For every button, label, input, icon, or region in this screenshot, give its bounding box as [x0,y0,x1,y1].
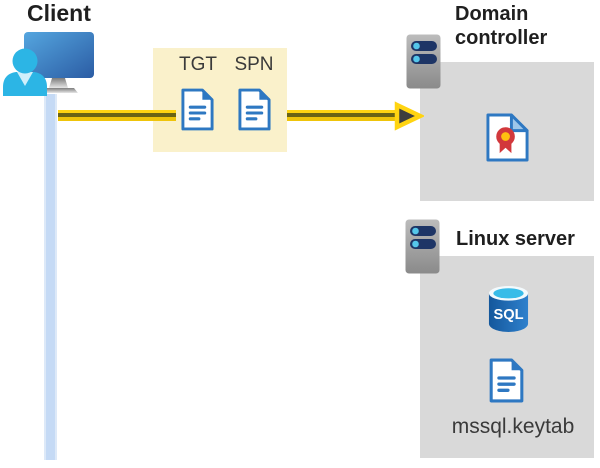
client-lifeline [44,94,57,460]
monitor-stand [49,78,68,88]
client-workstation-icon [3,32,94,96]
keytab-filename: mssql.keytab [451,415,575,438]
linux-server-title: Linux server [456,228,575,250]
domain-controller-server-icon [406,34,441,89]
certificate-icon [486,113,529,162]
arrow-head-icon [394,101,424,131]
spn-label: SPN [234,54,274,75]
person-head [12,48,38,74]
tgt-document-icon [181,88,214,131]
spn-document-icon [238,88,271,131]
keytab-document-icon [489,358,524,403]
sql-icon-label: SQL [493,307,523,323]
domain-controller-title: Domain controller [455,3,548,49]
person-collar [17,72,33,86]
auth-arrow-segment-left [58,110,176,121]
auth-arrow-segment-right [287,110,399,121]
monitor-icon [24,32,94,78]
sql-database-icon: SQL [488,286,529,332]
linux-server-icon [405,219,440,274]
tgt-label: TGT [179,54,217,75]
client-title: Client [27,0,91,26]
monitor-base [39,88,78,93]
